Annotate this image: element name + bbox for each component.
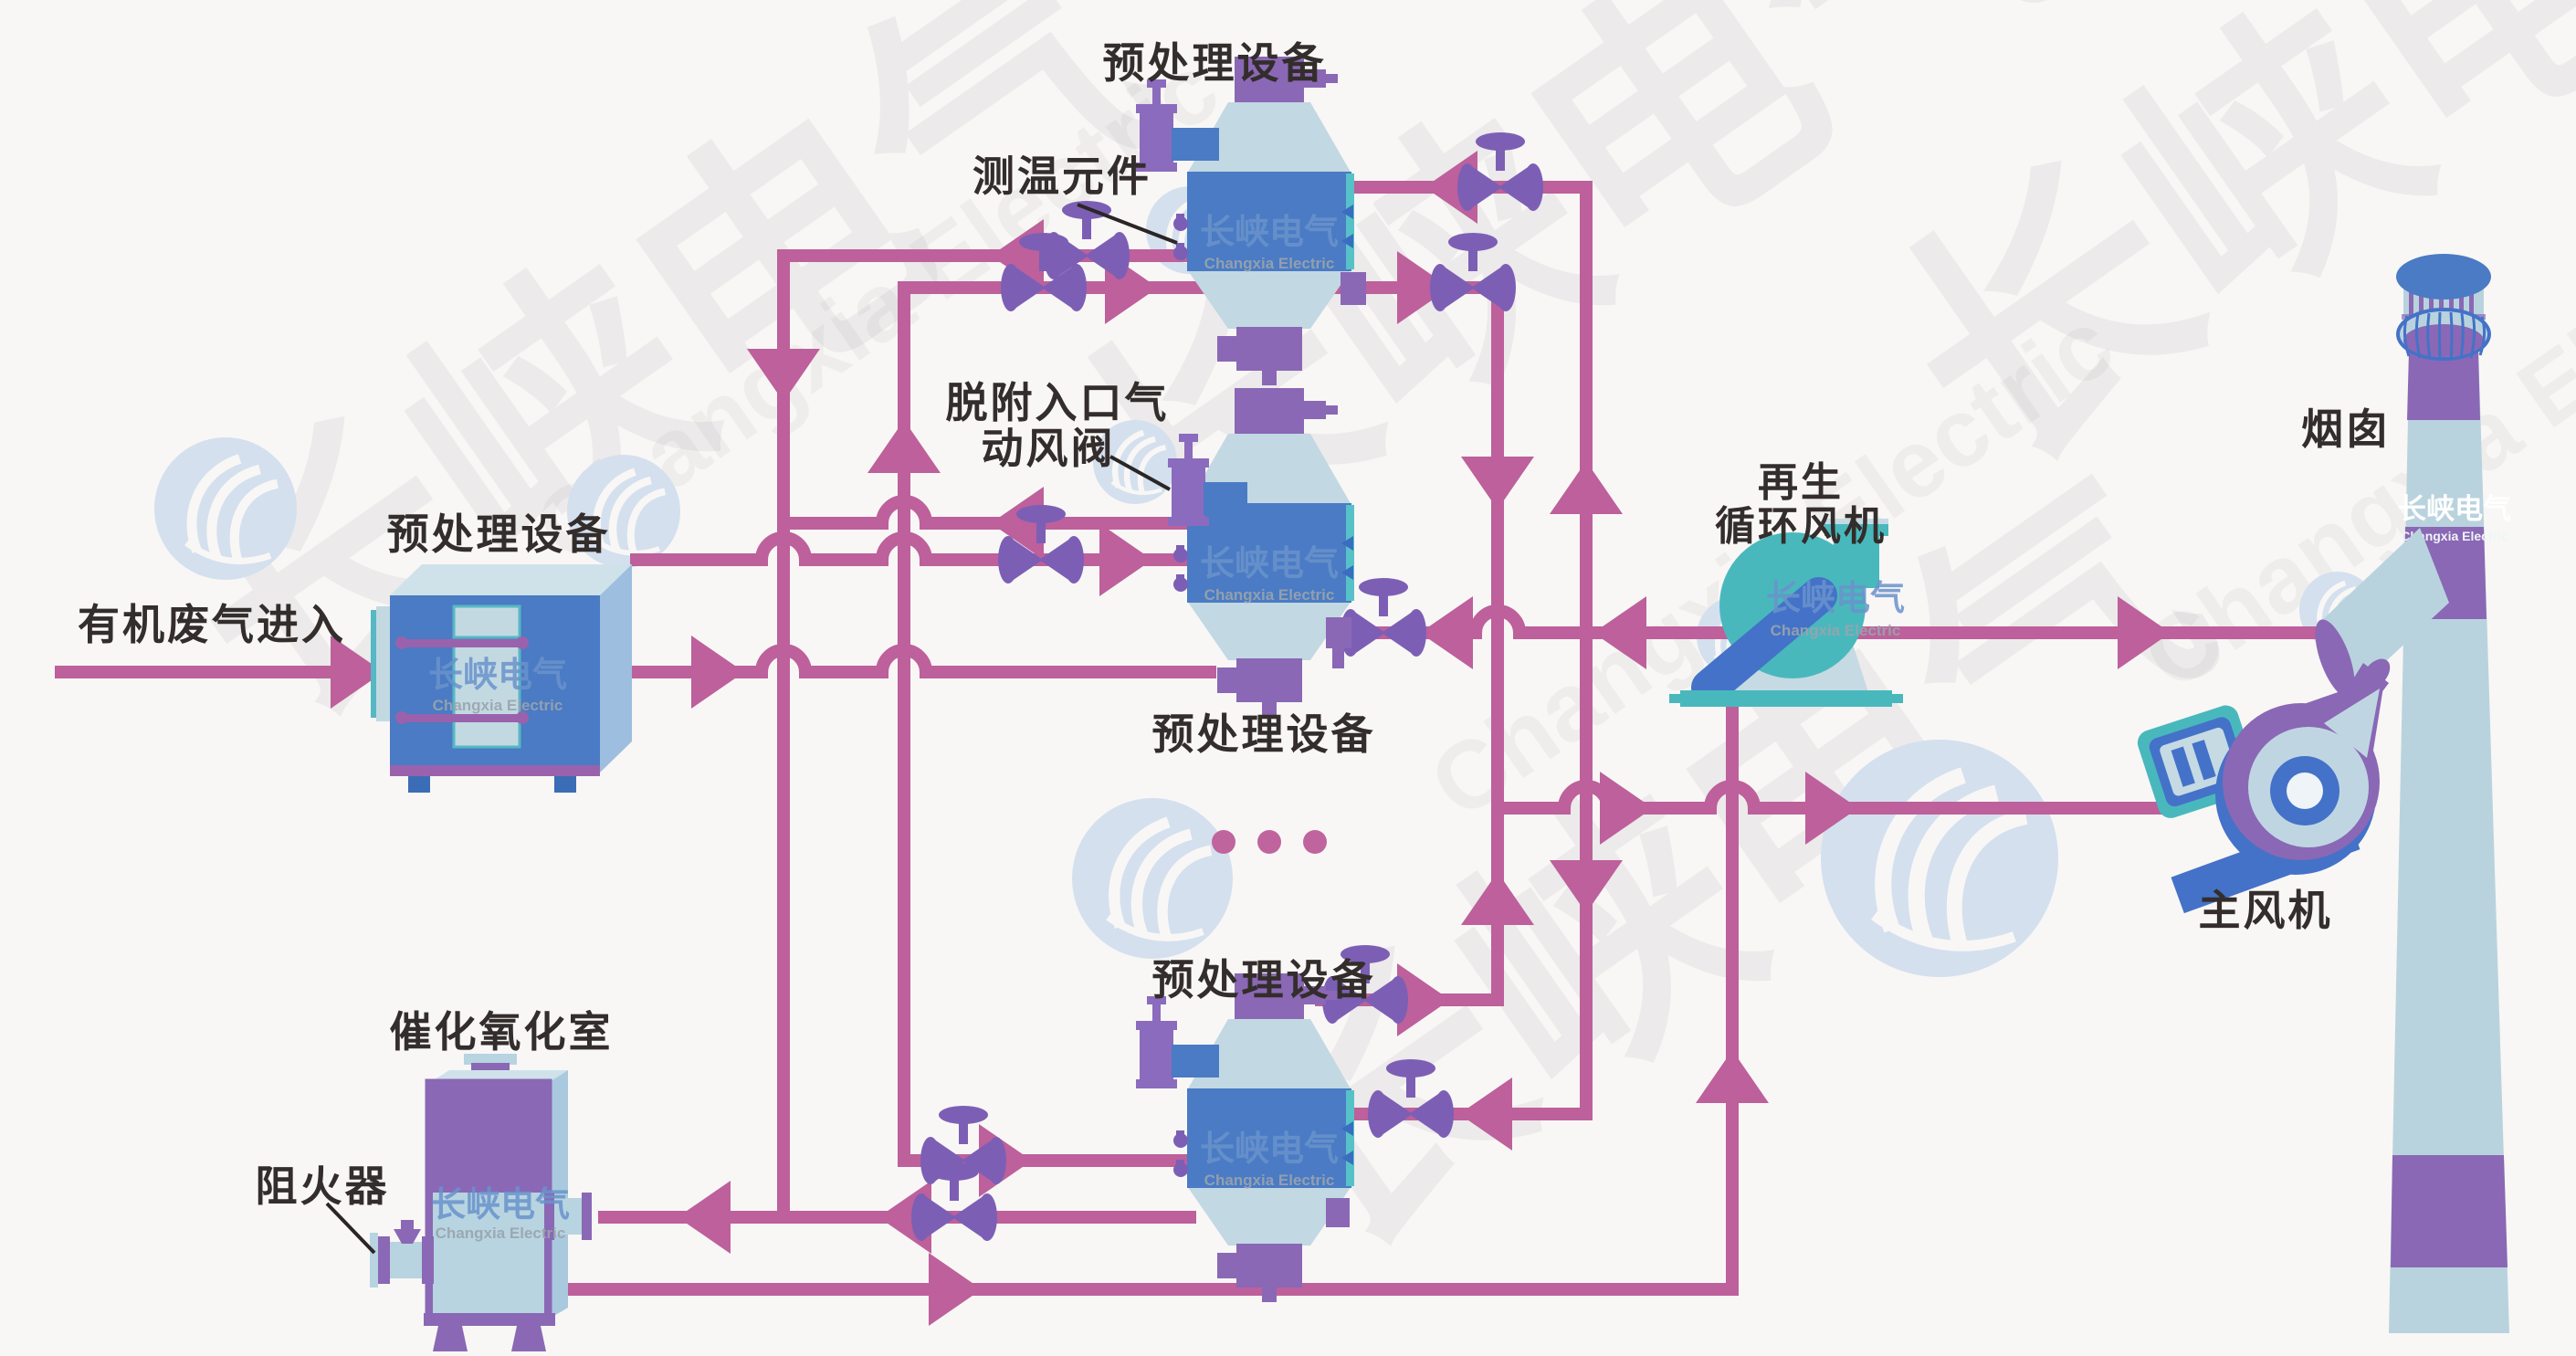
label-pretreatment-top: 预处理设备 <box>1102 39 1327 87</box>
regen-fan-watermark-en: Changxia Electric <box>1771 622 1901 639</box>
pretreatment-vessel-bottom <box>1136 973 1354 1302</box>
label-flame-arrester: 阻火器 <box>255 1162 390 1210</box>
more-units-dots <box>1212 830 1327 854</box>
label-catalytic-chamber: 催化氧化室 <box>389 1008 614 1056</box>
label-chimney: 烟囱 <box>2301 405 2391 453</box>
catalytic-oxidation-chamber: 长峡电气 Changxia Electric <box>370 1054 592 1351</box>
label-pretreatment-left: 预处理设备 <box>386 510 611 558</box>
label-desorption-valve-1: 脱附入口气 <box>945 379 1170 426</box>
pretreatment-vessel-middle <box>1168 388 1354 717</box>
label-regen-fan-2: 循环风机 <box>1715 504 1887 549</box>
label-pretreatment-bottom: 预处理设备 <box>1151 956 1376 1004</box>
leader-lines <box>325 203 1178 1255</box>
regen-fan-watermark-cn: 长峡电气 <box>1766 580 1905 618</box>
label-regen-fan-1: 再生 <box>1758 460 1844 505</box>
label-desorption-valve-2: 动风阀 <box>981 425 1116 472</box>
box-watermark-en: Changxia Electric <box>433 697 563 714</box>
label-temperature-element: 测温元件 <box>973 152 1151 200</box>
flame-arrester <box>370 1220 434 1288</box>
pipe-middle-vessel-left-a <box>783 495 1189 530</box>
label-pretreatment-middle: 预处理设备 <box>1151 710 1376 758</box>
pipe-main-fan-suction <box>1498 780 2162 815</box>
pipe-regeneration-line <box>1330 604 2329 639</box>
chimney-watermark-en: Changxia Electric <box>2401 529 2508 543</box>
regeneration-fan: 长峡电气 Changxia Electric <box>1669 519 1905 707</box>
pipe-middle-vessel-left-b <box>630 531 1189 566</box>
label-inlet: 有机废气进入 <box>78 601 346 648</box>
chimney-inlet-branch <box>2321 528 2449 696</box>
box-watermark-cn: 长峡电气 <box>428 657 567 695</box>
main-fan <box>2137 658 2391 914</box>
pretreatment-unit-left: 长峡电气 Changxia Electric <box>371 564 632 793</box>
pretreatment-vessel-top <box>1136 57 1366 385</box>
pipe-main-feed <box>614 644 1216 678</box>
chimney-watermark-cn: 长峡电气 <box>2398 493 2511 525</box>
chimney: 长峡电气 Changxia Electric <box>2315 254 2511 1333</box>
chamber-watermark-cn: 长峡电气 <box>431 1186 570 1225</box>
chamber-watermark-en: Changxia Electric <box>436 1225 566 1242</box>
label-main-fan: 主风机 <box>2198 887 2333 934</box>
